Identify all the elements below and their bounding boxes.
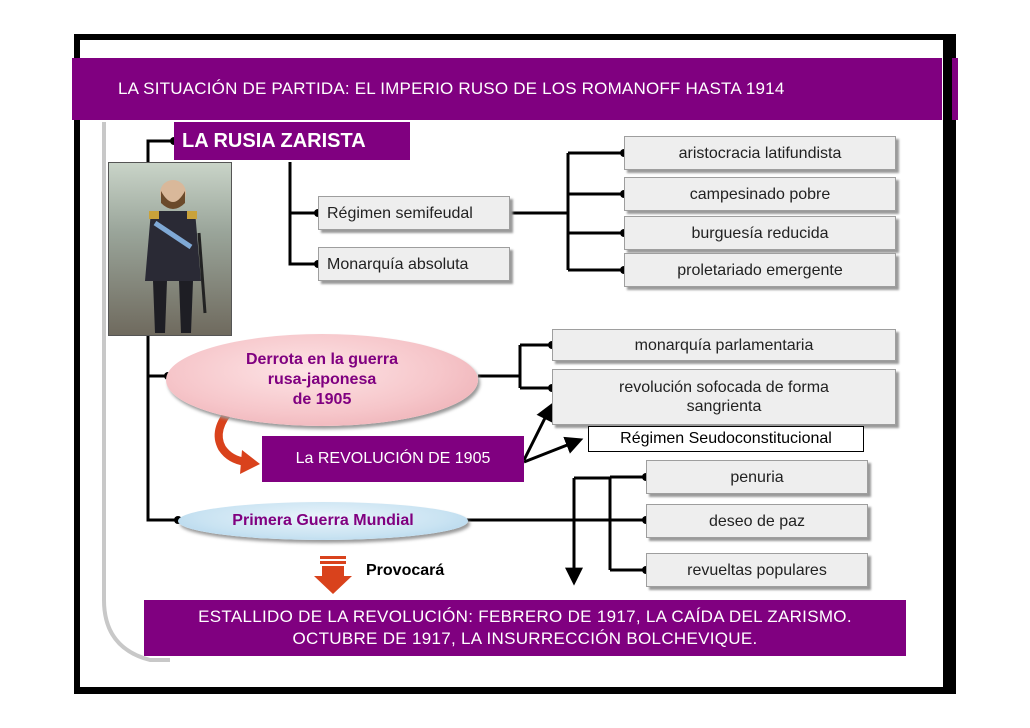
result-parliamentary-box: monarquía parlamentaria: [552, 329, 896, 361]
revolution-1905-label: La REVOLUCIÓN DE 1905: [295, 450, 491, 467]
revolution-1905-node: La REVOLUCIÓN DE 1905: [262, 436, 524, 482]
class-label: proletariado emergente: [677, 261, 843, 279]
class-box-bourgeoisie: burguesía reducida: [624, 216, 896, 250]
war-1905-line2: rusa-japonesa: [267, 371, 377, 388]
curved-arrow-icon: [214, 405, 247, 466]
pseudo-constitutional-label: Régimen Seudoconstitucional: [620, 430, 832, 447]
result-suppressed-box: revolución sofocada de forma sangrienta: [552, 369, 896, 425]
ww1-node: Primera Guerra Mundial: [178, 502, 468, 540]
down-arrow-icon: [314, 556, 352, 594]
pseudo-constitutional-box: Régimen Seudoconstitucional: [588, 426, 864, 452]
class-label: aristocracia latifundista: [678, 144, 842, 162]
footer-bar: ESTALLIDO DE LA REVOLUCIÓN: FEBRERO DE 1…: [144, 600, 906, 656]
effect-box-penury: penuria: [646, 460, 868, 494]
footer-line2: OCTUBRE DE 1917, LA INSURRECCIÓN BOLCHEV…: [292, 629, 758, 648]
class-box-aristocracy: aristocracia latifundista: [624, 136, 896, 170]
header-title: LA SITUACIÓN DE PARTIDA: EL IMPERIO RUSO…: [118, 79, 785, 98]
regime-semifeudal-label: Régimen semifeudal: [327, 204, 473, 222]
footer-line1: ESTALLIDO DE LA REVOLUCIÓN: FEBRERO DE 1…: [198, 607, 852, 626]
class-label: campesinado pobre: [689, 185, 831, 203]
root-node: LA RUSIA ZARISTA: [174, 122, 410, 160]
header-bar: LA SITUACIÓN DE PARTIDA: EL IMPERIO RUSO…: [72, 58, 942, 120]
regime-absolute-box: Monarquía absoluta: [318, 247, 510, 281]
war-1905-node: Derrota en la guerra rusa-japonesa de 19…: [166, 334, 478, 426]
effect-box-revolts: revueltas populares: [646, 553, 868, 587]
war-1905-line3: de 1905: [292, 391, 352, 408]
provoca-label: Provocará: [366, 562, 445, 579]
header-bar-edge: [952, 58, 958, 120]
class-label: burguesía reducida: [691, 224, 829, 242]
regime-semifeudal-box: Régimen semifeudal: [318, 196, 510, 230]
effect-box-peace: deseo de paz: [646, 504, 868, 538]
result-label: monarquía parlamentaria: [634, 336, 814, 354]
regime-absolute-label: Monarquía absoluta: [327, 255, 469, 273]
effect-label: penuria: [730, 468, 784, 486]
class-box-proletariat: proletariado emergente: [624, 253, 896, 287]
effect-label: deseo de paz: [708, 512, 806, 530]
result-label: revolución sofocada de forma sangrienta: [619, 379, 829, 415]
war-1905-line1: Derrota en la guerra: [245, 351, 399, 368]
root-label: LA RUSIA ZARISTA: [182, 129, 366, 152]
ww1-label: Primera Guerra Mundial: [232, 512, 414, 529]
effect-label: revueltas populares: [687, 561, 827, 579]
tsar-portrait-icon: [108, 162, 232, 336]
class-box-peasantry: campesinado pobre: [624, 177, 896, 211]
